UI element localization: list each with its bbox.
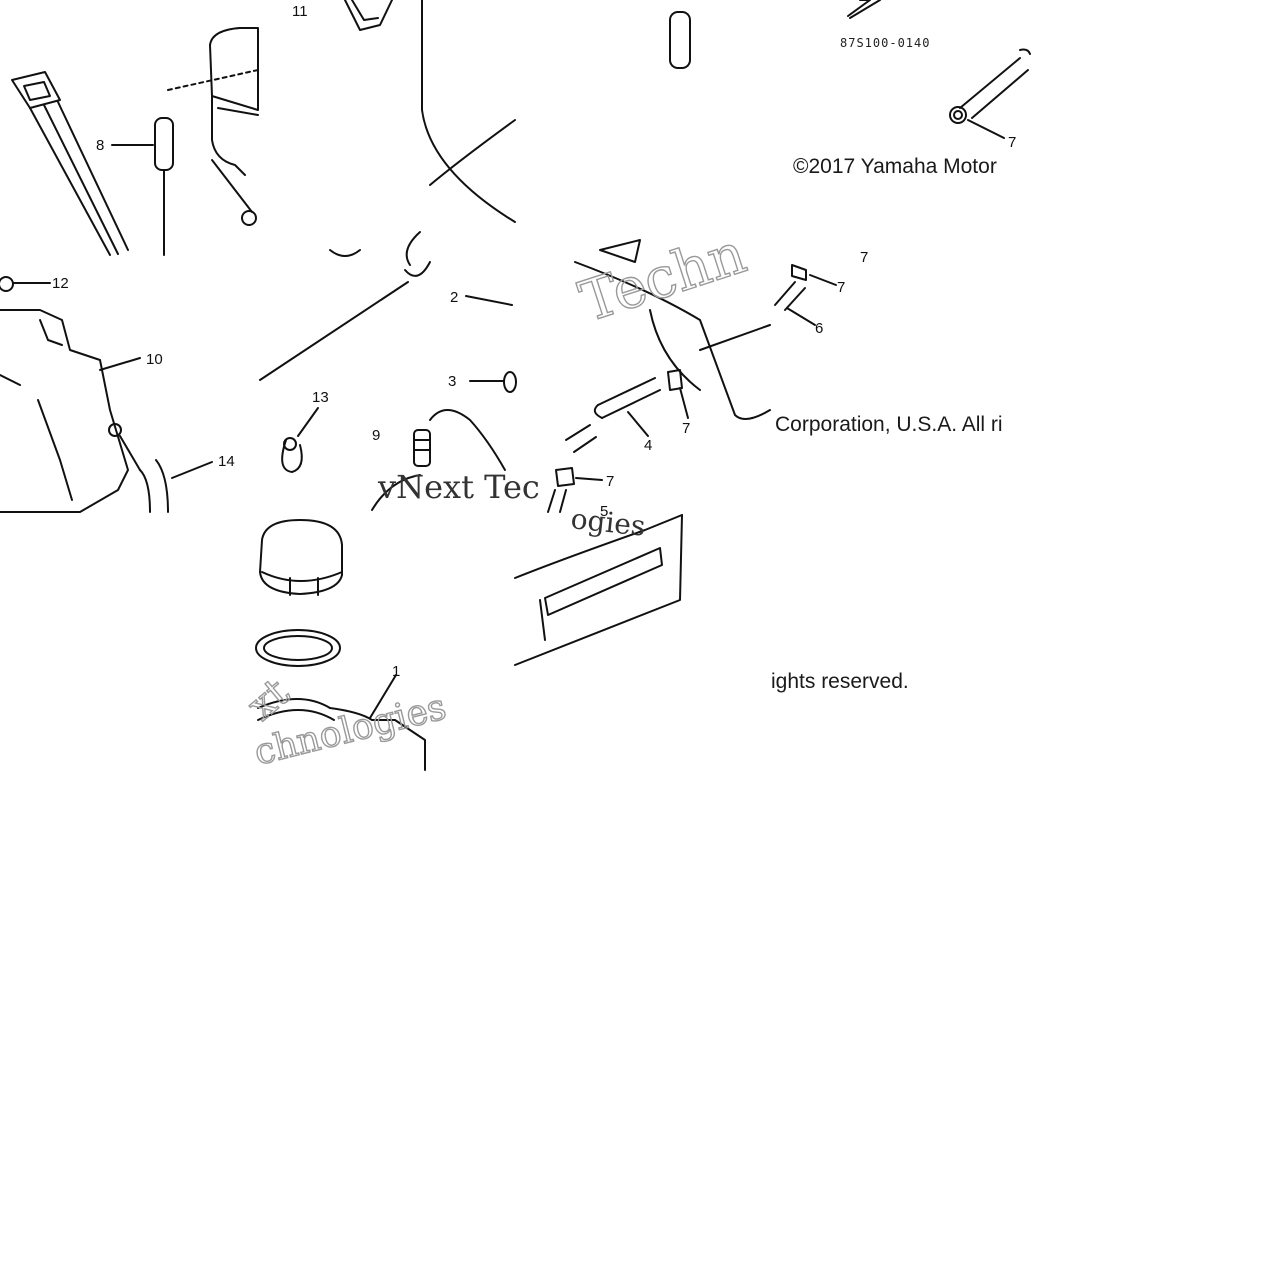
tank-neck — [257, 674, 426, 771]
callout-6: 6 — [815, 320, 823, 337]
callout-8: 8 — [96, 137, 104, 154]
watermark-ogies: ogies — [569, 502, 647, 543]
hose-6 — [774, 264, 837, 326]
copyright-line-3: ights reserved. — [771, 670, 909, 693]
callout-12: 12 — [52, 275, 69, 292]
hose-5 — [547, 467, 603, 513]
hose-4 — [565, 369, 689, 453]
callout-7c: 7 — [682, 420, 690, 437]
callout-2: 2 — [450, 289, 458, 306]
tank-10 — [0, 276, 141, 513]
vent-hose-upper — [949, 48, 1031, 139]
callout-7e: 7 — [860, 249, 868, 266]
callout-10: 10 — [146, 351, 163, 368]
callout-14: 14 — [218, 453, 235, 470]
tank-side — [514, 514, 683, 666]
hose-8 — [111, 117, 174, 256]
callout-7a: 7 — [1008, 134, 1016, 151]
callout-13: 13 — [312, 389, 329, 406]
fuel-line-2 — [259, 261, 513, 381]
watermark-techn: Techn — [572, 221, 753, 335]
strap-part — [11, 71, 129, 256]
clip-13 — [281, 407, 319, 473]
gasket — [255, 629, 341, 667]
filler-cap — [259, 519, 343, 596]
callout-9: 9 — [372, 427, 380, 444]
part-code-label: 87S100-0140 — [840, 36, 931, 50]
mounting-band — [329, 0, 516, 266]
callout-3: 3 — [448, 373, 456, 390]
callout-1: 1 — [392, 663, 400, 680]
watermark-xt: xt — [239, 670, 298, 730]
callout-7d: 7 — [606, 473, 614, 490]
callout-11: 11 — [292, 3, 308, 20]
copyright-line-1: ©2017 Yamaha Motor — [793, 155, 997, 178]
top-hose — [669, 0, 881, 69]
callout-4: 4 — [644, 437, 652, 454]
fitting-9 — [371, 371, 517, 511]
hose-14 — [139, 459, 213, 513]
callout-7b: 7 — [837, 279, 845, 296]
watermark-vnext: vNext Tec — [377, 468, 540, 506]
copyright-line-2: Corporation, U.S.A. All ri — [775, 413, 1003, 436]
callout-5: 5 — [600, 503, 608, 520]
tank-lower-right — [574, 239, 771, 420]
tank-upper — [167, 27, 259, 226]
